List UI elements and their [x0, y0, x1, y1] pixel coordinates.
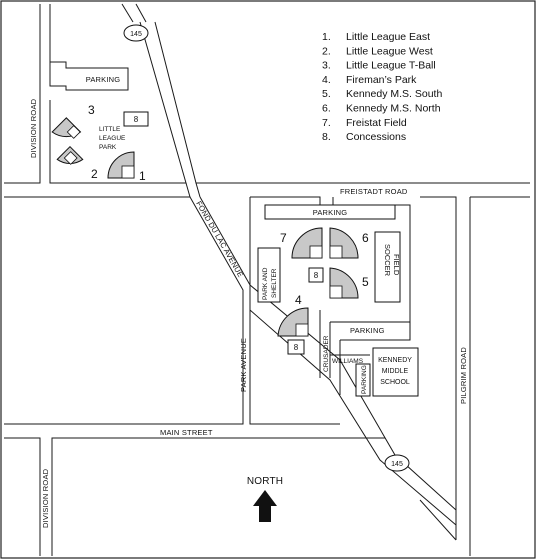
field-5-number: 5 — [362, 275, 369, 289]
freistadt-road-label: FREISTADT ROAD — [340, 187, 408, 196]
parking-lot-kennedy: PARKING — [264, 204, 396, 220]
legend-number: 4. — [322, 74, 331, 86]
concession-stand-middle: 8 — [308, 267, 324, 283]
field-2-number: 2 — [91, 167, 98, 181]
field-6-number: 6 — [362, 231, 369, 245]
north-arrow-icon — [253, 490, 277, 522]
parking-label-kennedy: PARKING — [313, 208, 348, 217]
parking-label-vertical: PARKING — [361, 365, 368, 394]
legend-item: 5. Kennedy M.S. South — [322, 88, 442, 100]
parking-lot-school: PARKING — [330, 321, 411, 340]
legend: 1. Little League East 2. Little League West… — [322, 31, 442, 143]
main-street-label: MAIN STREET — [160, 428, 213, 437]
legend-number: 8. — [322, 131, 331, 143]
north-label: NORTH — [247, 476, 283, 487]
legend-number: 1. — [322, 31, 331, 43]
concession-number-lower: 8 — [294, 343, 299, 352]
soccer-field-line1: SOCCER — [383, 244, 392, 277]
legend-number: 3. — [322, 60, 331, 72]
legend-label: Fireman’s Park — [346, 74, 417, 86]
legend-item: 6. Kennedy M.S. North — [322, 103, 441, 115]
field-3-number: 3 — [88, 103, 95, 117]
concession-stand-lower: 8 — [287, 339, 305, 355]
highway-shield-north: 145 — [123, 24, 149, 42]
field-4-firemans-park: 4 — [277, 293, 309, 337]
legend-number: 2. — [322, 45, 331, 57]
pilgrim-road-label: PILGRIM ROAD — [459, 347, 468, 404]
legend-item: 2. Little League West — [322, 45, 433, 57]
legend-item: 7. Freistat Field — [322, 117, 407, 129]
field-4-number: 4 — [295, 293, 302, 307]
legend-label: Little League West — [346, 45, 433, 57]
field-5-south: 5 — [329, 267, 369, 299]
field-3-tball: 3 — [51, 103, 95, 139]
park-shelter-line2: SHELTER — [271, 268, 278, 298]
concession-stand-top: 8 — [123, 111, 149, 127]
little-league-park-line2: LEAGUE — [99, 135, 126, 142]
park-avenue-label: PARK AVENUE — [239, 338, 248, 392]
highway-shield-south: 145 — [384, 454, 410, 472]
field-6-north: 6 — [329, 227, 369, 259]
concession-number-top: 8 — [134, 115, 139, 124]
road-network — [4, 3, 530, 556]
parking-label-school: PARKING — [350, 326, 385, 335]
legend-label: Freistat Field — [346, 117, 407, 129]
legend-item: 3. Little League T-Ball — [322, 60, 436, 72]
highway-number-label: 145 — [130, 31, 142, 38]
parking-label-top: PARKING — [86, 75, 121, 84]
field-2-west: 2 — [56, 145, 98, 181]
little-league-park-label: LITTLE LEAGUE PARK — [99, 126, 126, 151]
kennedy-middle-school: KENNEDY MIDDLE SCHOOL — [372, 347, 419, 397]
legend-item: 4. Fireman’s Park — [322, 74, 417, 86]
legend-number: 5. — [322, 88, 331, 100]
highway-number-label-south: 145 — [391, 461, 403, 468]
kennedy-line3: SCHOOL — [380, 379, 410, 386]
north-arrow: NORTH — [247, 476, 283, 522]
soccer-field-line2: FIELD — [392, 254, 401, 276]
park-shelter-line1: PARK AND — [262, 267, 269, 300]
little-league-park-line3: PARK — [99, 144, 117, 151]
crusader-label: CRUSADER — [323, 335, 330, 372]
park-and-shelter: PARK AND SHELTER — [257, 247, 281, 303]
legend-label: Kennedy M.S. North — [346, 103, 441, 115]
field-7-number: 7 — [280, 231, 287, 245]
field-1-east: 1 — [107, 151, 146, 183]
legend-number: 6. — [322, 103, 331, 115]
soccer-field: SOCCER FIELD — [374, 231, 401, 303]
concession-number-middle: 8 — [314, 271, 319, 280]
field-7-freistat: 7 — [280, 227, 323, 259]
top-parking-lot: PARKING — [49, 61, 129, 91]
legend-number: 7. — [322, 117, 331, 129]
highway-145 — [185, 182, 201, 198]
kennedy-line2: MIDDLE — [382, 368, 409, 375]
legend-item: 8. Concessions — [322, 131, 406, 143]
legend-label: Kennedy M.S. South — [346, 88, 442, 100]
parking-lot-school-vertical: PARKING — [355, 363, 371, 397]
division-road-label-bottom: DIVISION ROAD — [41, 468, 50, 528]
legend-label: Little League East — [346, 31, 430, 43]
kennedy-line1: KENNEDY — [378, 357, 412, 364]
legend-label: Concessions — [346, 131, 406, 143]
williams-label: WILLIAMS — [332, 358, 364, 365]
field-1-number: 1 — [139, 169, 146, 183]
legend-item: 1. Little League East — [322, 31, 430, 43]
division-road-label-top: DIVISION ROAD — [29, 98, 38, 158]
legend-label: Little League T-Ball — [346, 60, 436, 72]
little-league-park-line1: LITTLE — [99, 126, 121, 133]
